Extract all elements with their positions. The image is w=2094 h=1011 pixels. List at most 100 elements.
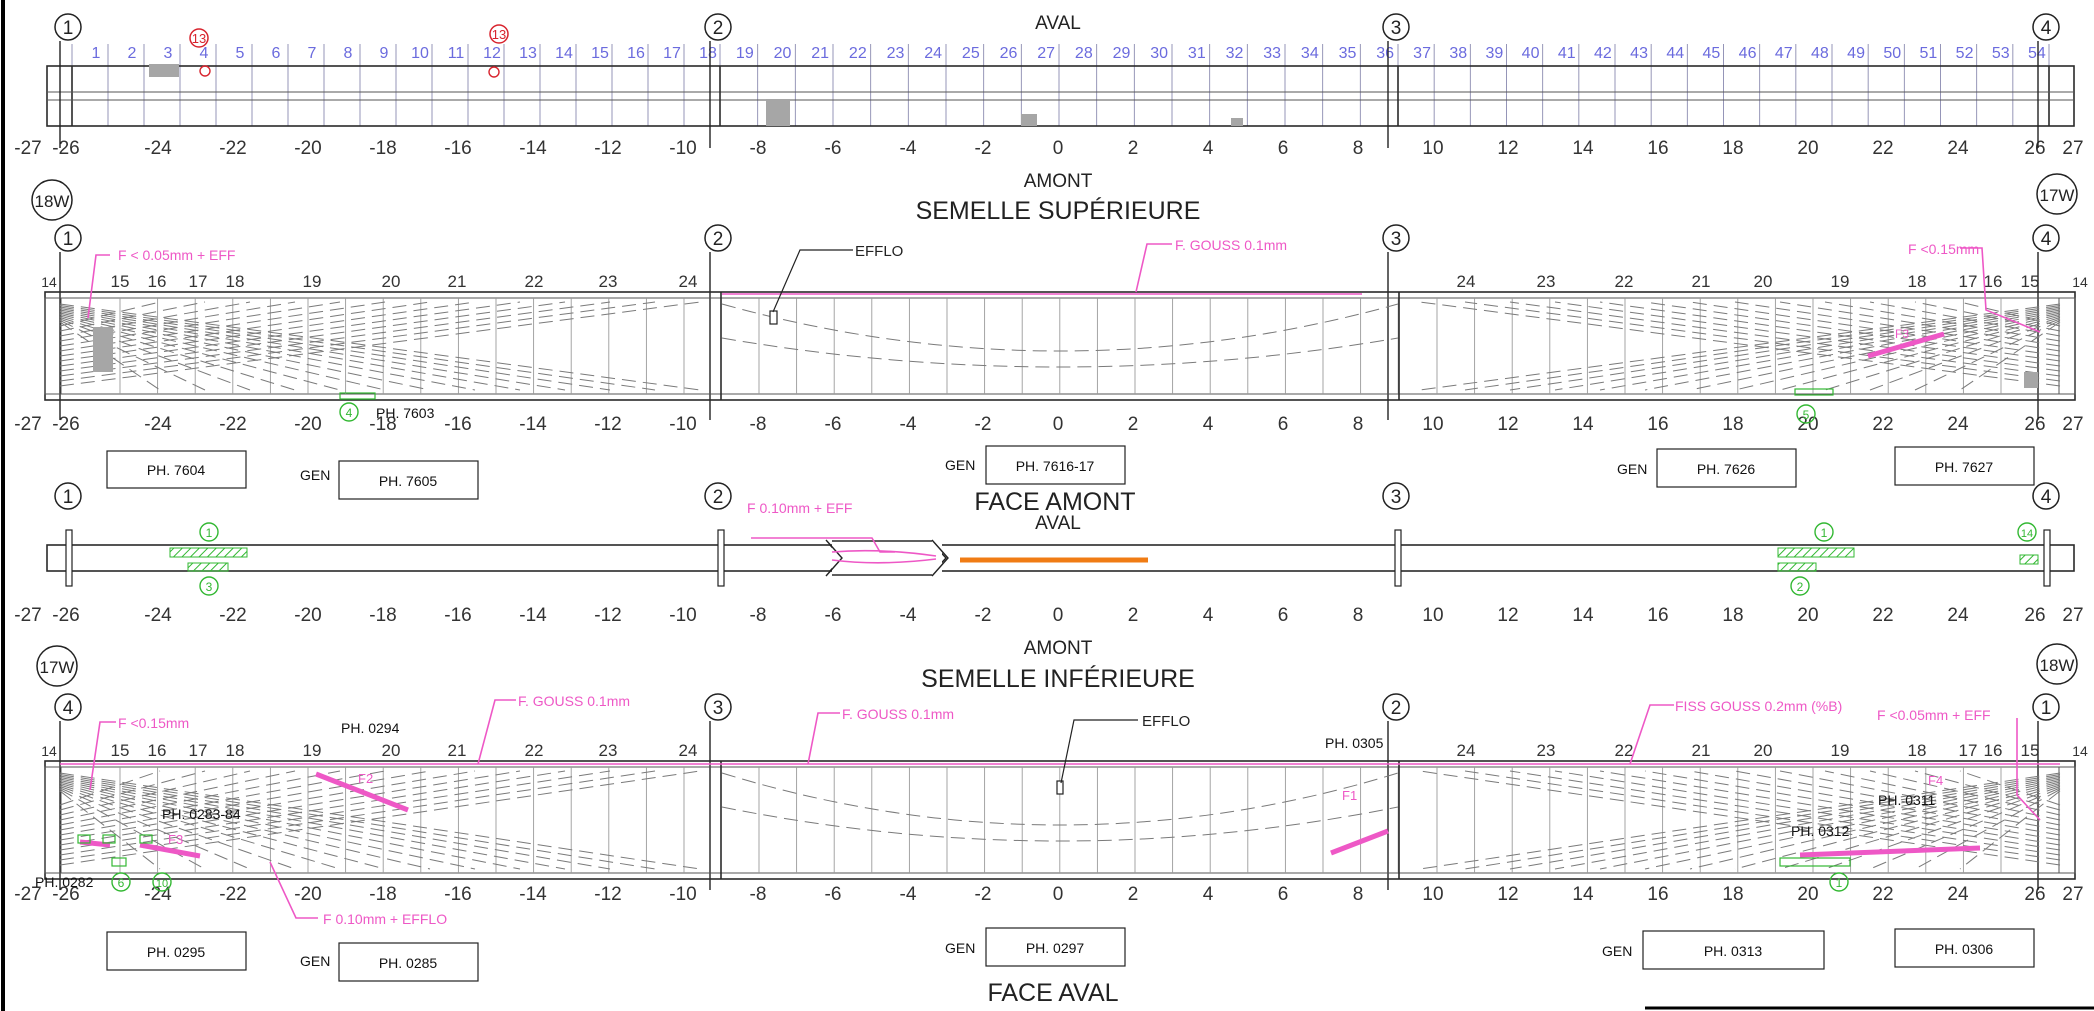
station-tick-label: 24 xyxy=(1947,414,1969,435)
stiffener-label: 21 xyxy=(1692,272,1711,291)
pier-label-right: 18W xyxy=(2040,656,2075,675)
axis-bubble xyxy=(2032,693,2060,721)
axis-bubble xyxy=(704,693,732,721)
photo-prefix: GEN xyxy=(945,457,975,473)
bay-number: 31 xyxy=(1188,45,1206,62)
bay-number: 23 xyxy=(887,45,905,62)
station-tick-label: 20 xyxy=(1797,884,1818,905)
bay-number: 17 xyxy=(663,45,681,62)
station-tick-label: -8 xyxy=(750,884,767,905)
station-tick-label: -18 xyxy=(369,605,396,626)
bay-number: 1 xyxy=(92,45,101,62)
green-marker-label: 5 xyxy=(1803,408,1810,422)
bay-number: 2 xyxy=(128,45,137,62)
note-bottom-crack: F 0.10mm + EFFLO xyxy=(323,911,447,927)
label-amont-bottom: AMONT xyxy=(1024,638,1093,659)
photo-prefix: GEN xyxy=(1617,461,1647,477)
photo-label: PH. 7604 xyxy=(147,462,206,478)
photo-box xyxy=(338,460,479,500)
stiffener-label: 24 xyxy=(1457,272,1476,291)
defect-patch xyxy=(2024,372,2038,388)
red-marker-dot xyxy=(199,65,211,77)
stiffener-label: 23 xyxy=(1537,741,1556,760)
station-tick-label: 2 xyxy=(1128,138,1139,159)
station-tick-label: -20 xyxy=(294,138,321,159)
stiffener-label: 21 xyxy=(1692,741,1711,760)
bay-number: 24 xyxy=(924,45,942,62)
station-tick-label: 6 xyxy=(1278,605,1289,626)
bay-number: 13 xyxy=(519,45,537,62)
station-tick-label: -18 xyxy=(369,414,396,435)
station-tick-label: 14 xyxy=(1572,138,1594,159)
label-amont-top: AMONT xyxy=(1024,171,1093,192)
red-marker xyxy=(189,28,209,48)
station-tick-label: -16 xyxy=(444,414,471,435)
station-tick-label: -6 xyxy=(825,605,842,626)
station-tick-label: 8 xyxy=(1353,414,1364,435)
bay-number: 40 xyxy=(1522,45,1540,62)
bay-number: 28 xyxy=(1075,45,1093,62)
station-tick-label: -2 xyxy=(975,138,992,159)
stiffener-label: 22 xyxy=(1615,741,1634,760)
repair-patch xyxy=(2019,554,2039,565)
title-semelle-inferieure: SEMELLE INFÉRIEURE xyxy=(921,664,1195,693)
green-marker-label: 4 xyxy=(346,406,353,420)
bay-number: 37 xyxy=(1413,45,1431,62)
axis-bubble-label: 3 xyxy=(1391,18,1402,39)
bay-number: 48 xyxy=(1811,45,1829,62)
green-marker xyxy=(199,522,219,542)
bay-number: 41 xyxy=(1558,45,1576,62)
station-tick-label: -22 xyxy=(219,605,246,626)
station-tick-label: -8 xyxy=(750,138,767,159)
station-tick-label: 10 xyxy=(1422,884,1443,905)
station-tick-label: -20 xyxy=(294,414,321,435)
note-ph-7603: PH. 7603 xyxy=(376,405,435,421)
station-tick-label: -20 xyxy=(294,884,321,905)
station-tick-label: 14 xyxy=(1572,884,1594,905)
station-tick-label: 22 xyxy=(1872,414,1893,435)
note-gouss-b: F. GOUSS 0.1mm xyxy=(842,706,954,722)
stiffener-label: 18 xyxy=(1908,741,1927,760)
station-tick-label: 20 xyxy=(1797,605,1818,626)
stiffener-label: 18 xyxy=(1908,272,1927,291)
station-tick-label: 6 xyxy=(1278,414,1289,435)
photo-box xyxy=(985,927,1126,967)
photo-box xyxy=(1642,930,1825,970)
bay-number: 50 xyxy=(1883,45,1901,62)
note-efflo: EFFLO xyxy=(855,243,903,260)
axis-bubble xyxy=(1382,693,1410,721)
station-tick-label: -8 xyxy=(750,605,767,626)
axis-bubble-label: 2 xyxy=(713,18,724,39)
bay-number: 51 xyxy=(1920,45,1938,62)
note-ph-0294: PH. 0294 xyxy=(341,720,400,736)
station-tick-label: -26 xyxy=(52,138,79,159)
bay-number: 9 xyxy=(380,45,389,62)
axis-bubble-label: 1 xyxy=(63,487,74,508)
station-tick-label: 22 xyxy=(1872,605,1893,626)
stiffener-label: 15 xyxy=(111,272,130,291)
station-tick-label: -12 xyxy=(594,414,621,435)
station-tick-label: 12 xyxy=(1497,884,1518,905)
label-aval-top: AVAL xyxy=(1035,13,1081,34)
stiffener-label: 16 xyxy=(148,741,167,760)
station-tick-label: -27 xyxy=(14,605,41,626)
green-marker-label: 6 xyxy=(118,876,125,890)
station-tick-label: 0 xyxy=(1053,414,1064,435)
photo-box xyxy=(106,931,247,971)
stiffener-label: 23 xyxy=(599,272,618,291)
station-tick-label: 2 xyxy=(1128,414,1139,435)
station-tick-label: -12 xyxy=(594,884,621,905)
station-tick-label: 12 xyxy=(1497,605,1518,626)
green-marker xyxy=(1790,576,1810,596)
axis-bubble-label: 3 xyxy=(1391,487,1402,508)
station-tick-label: 0 xyxy=(1053,884,1064,905)
photo-label: PH. 7605 xyxy=(379,473,438,489)
defect-patch xyxy=(93,327,113,372)
stiffener-label: 22 xyxy=(1615,272,1634,291)
station-tick-label: 27 xyxy=(2062,605,2083,626)
stiffener-label: 15 xyxy=(111,741,130,760)
stiffener-label: 20 xyxy=(1754,272,1773,291)
bay-number: 3 xyxy=(164,45,173,62)
